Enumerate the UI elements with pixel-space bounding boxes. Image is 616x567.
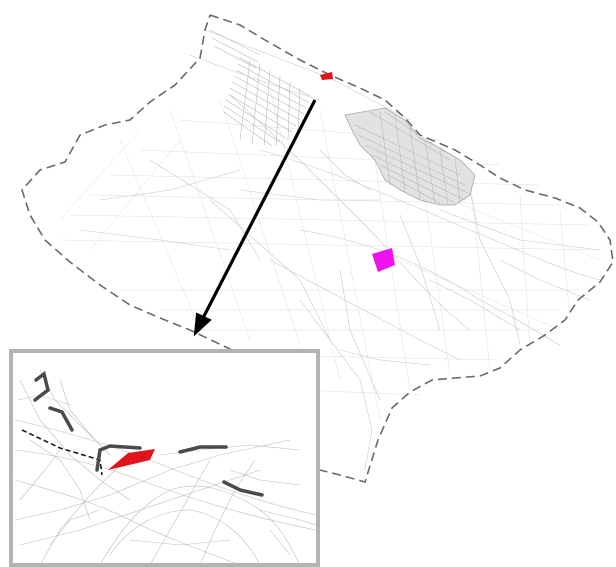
- dense-district-grid: [354, 111, 469, 206]
- inset-street-network: [14, 369, 316, 563]
- magenta-parcel: [372, 248, 395, 272]
- inset-dashed-boundary: [21, 429, 103, 476]
- territory-area: [22, 15, 613, 482]
- street-network: [79, 29, 601, 471]
- dense-urban-area: [209, 29, 311, 147]
- municipal-boundary: [21, 14, 614, 483]
- inset-highlight-segments: [33, 371, 264, 497]
- inset-map: [9, 349, 320, 567]
- inset-red-parcel: [108, 449, 155, 470]
- red-parcel: [320, 72, 333, 80]
- pointer-arrow: [193, 99, 317, 337]
